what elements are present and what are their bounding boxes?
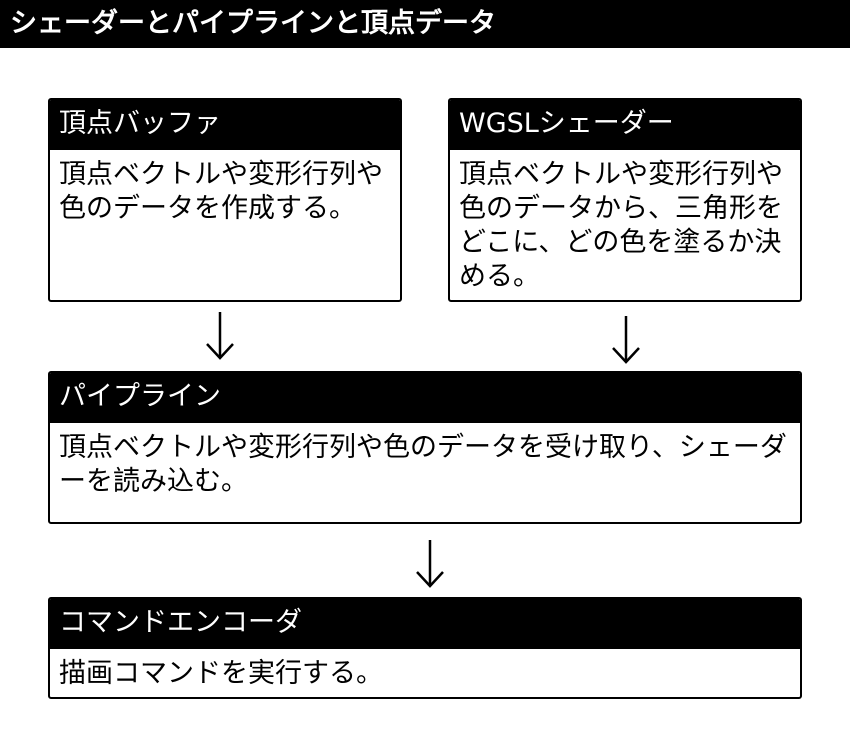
pipeline-header: パイプライン	[50, 373, 800, 423]
vertex-buffer-description: 頂点ベクトルや変形行列や色のデータを作成する。	[59, 159, 383, 224]
diagram-title: シェーダーとパイプラインと頂点データ	[10, 8, 496, 39]
wgsl-shader-header: WGSLシェーダー	[450, 100, 800, 150]
vertex-buffer-header: 頂点バッファ	[50, 100, 400, 150]
pipeline-description: 頂点ベクトルや変形行列や色のデータを受け取り、シェーダーを読み込む。	[59, 432, 787, 497]
command-encoder-description: 描画コマンドを実行する。	[59, 658, 383, 689]
arrow-down-icon	[612, 316, 640, 364]
wgsl-shader-box: WGSLシェーダー 頂点ベクトルや変形行列や色のデータから、三角形をどこに、どの…	[448, 98, 802, 302]
arrow-down-icon	[206, 312, 234, 360]
wgsl-shader-description: 頂点ベクトルや変形行列や色のデータから、三角形をどこに、どの色を塗るか決める。	[459, 159, 783, 292]
vertex-buffer-box: 頂点バッファ 頂点ベクトルや変形行列や色のデータを作成する。	[48, 98, 402, 302]
command-encoder-header: コマンドエンコーダ	[50, 599, 800, 649]
arrow-down-icon	[416, 540, 444, 588]
title-bar: シェーダーとパイプラインと頂点データ	[0, 0, 850, 48]
command-encoder-box: コマンドエンコーダ 描画コマンドを実行する。	[48, 597, 802, 699]
pipeline-box: パイプライン 頂点ベクトルや変形行列や色のデータを受け取り、シェーダーを読み込む…	[48, 371, 802, 524]
